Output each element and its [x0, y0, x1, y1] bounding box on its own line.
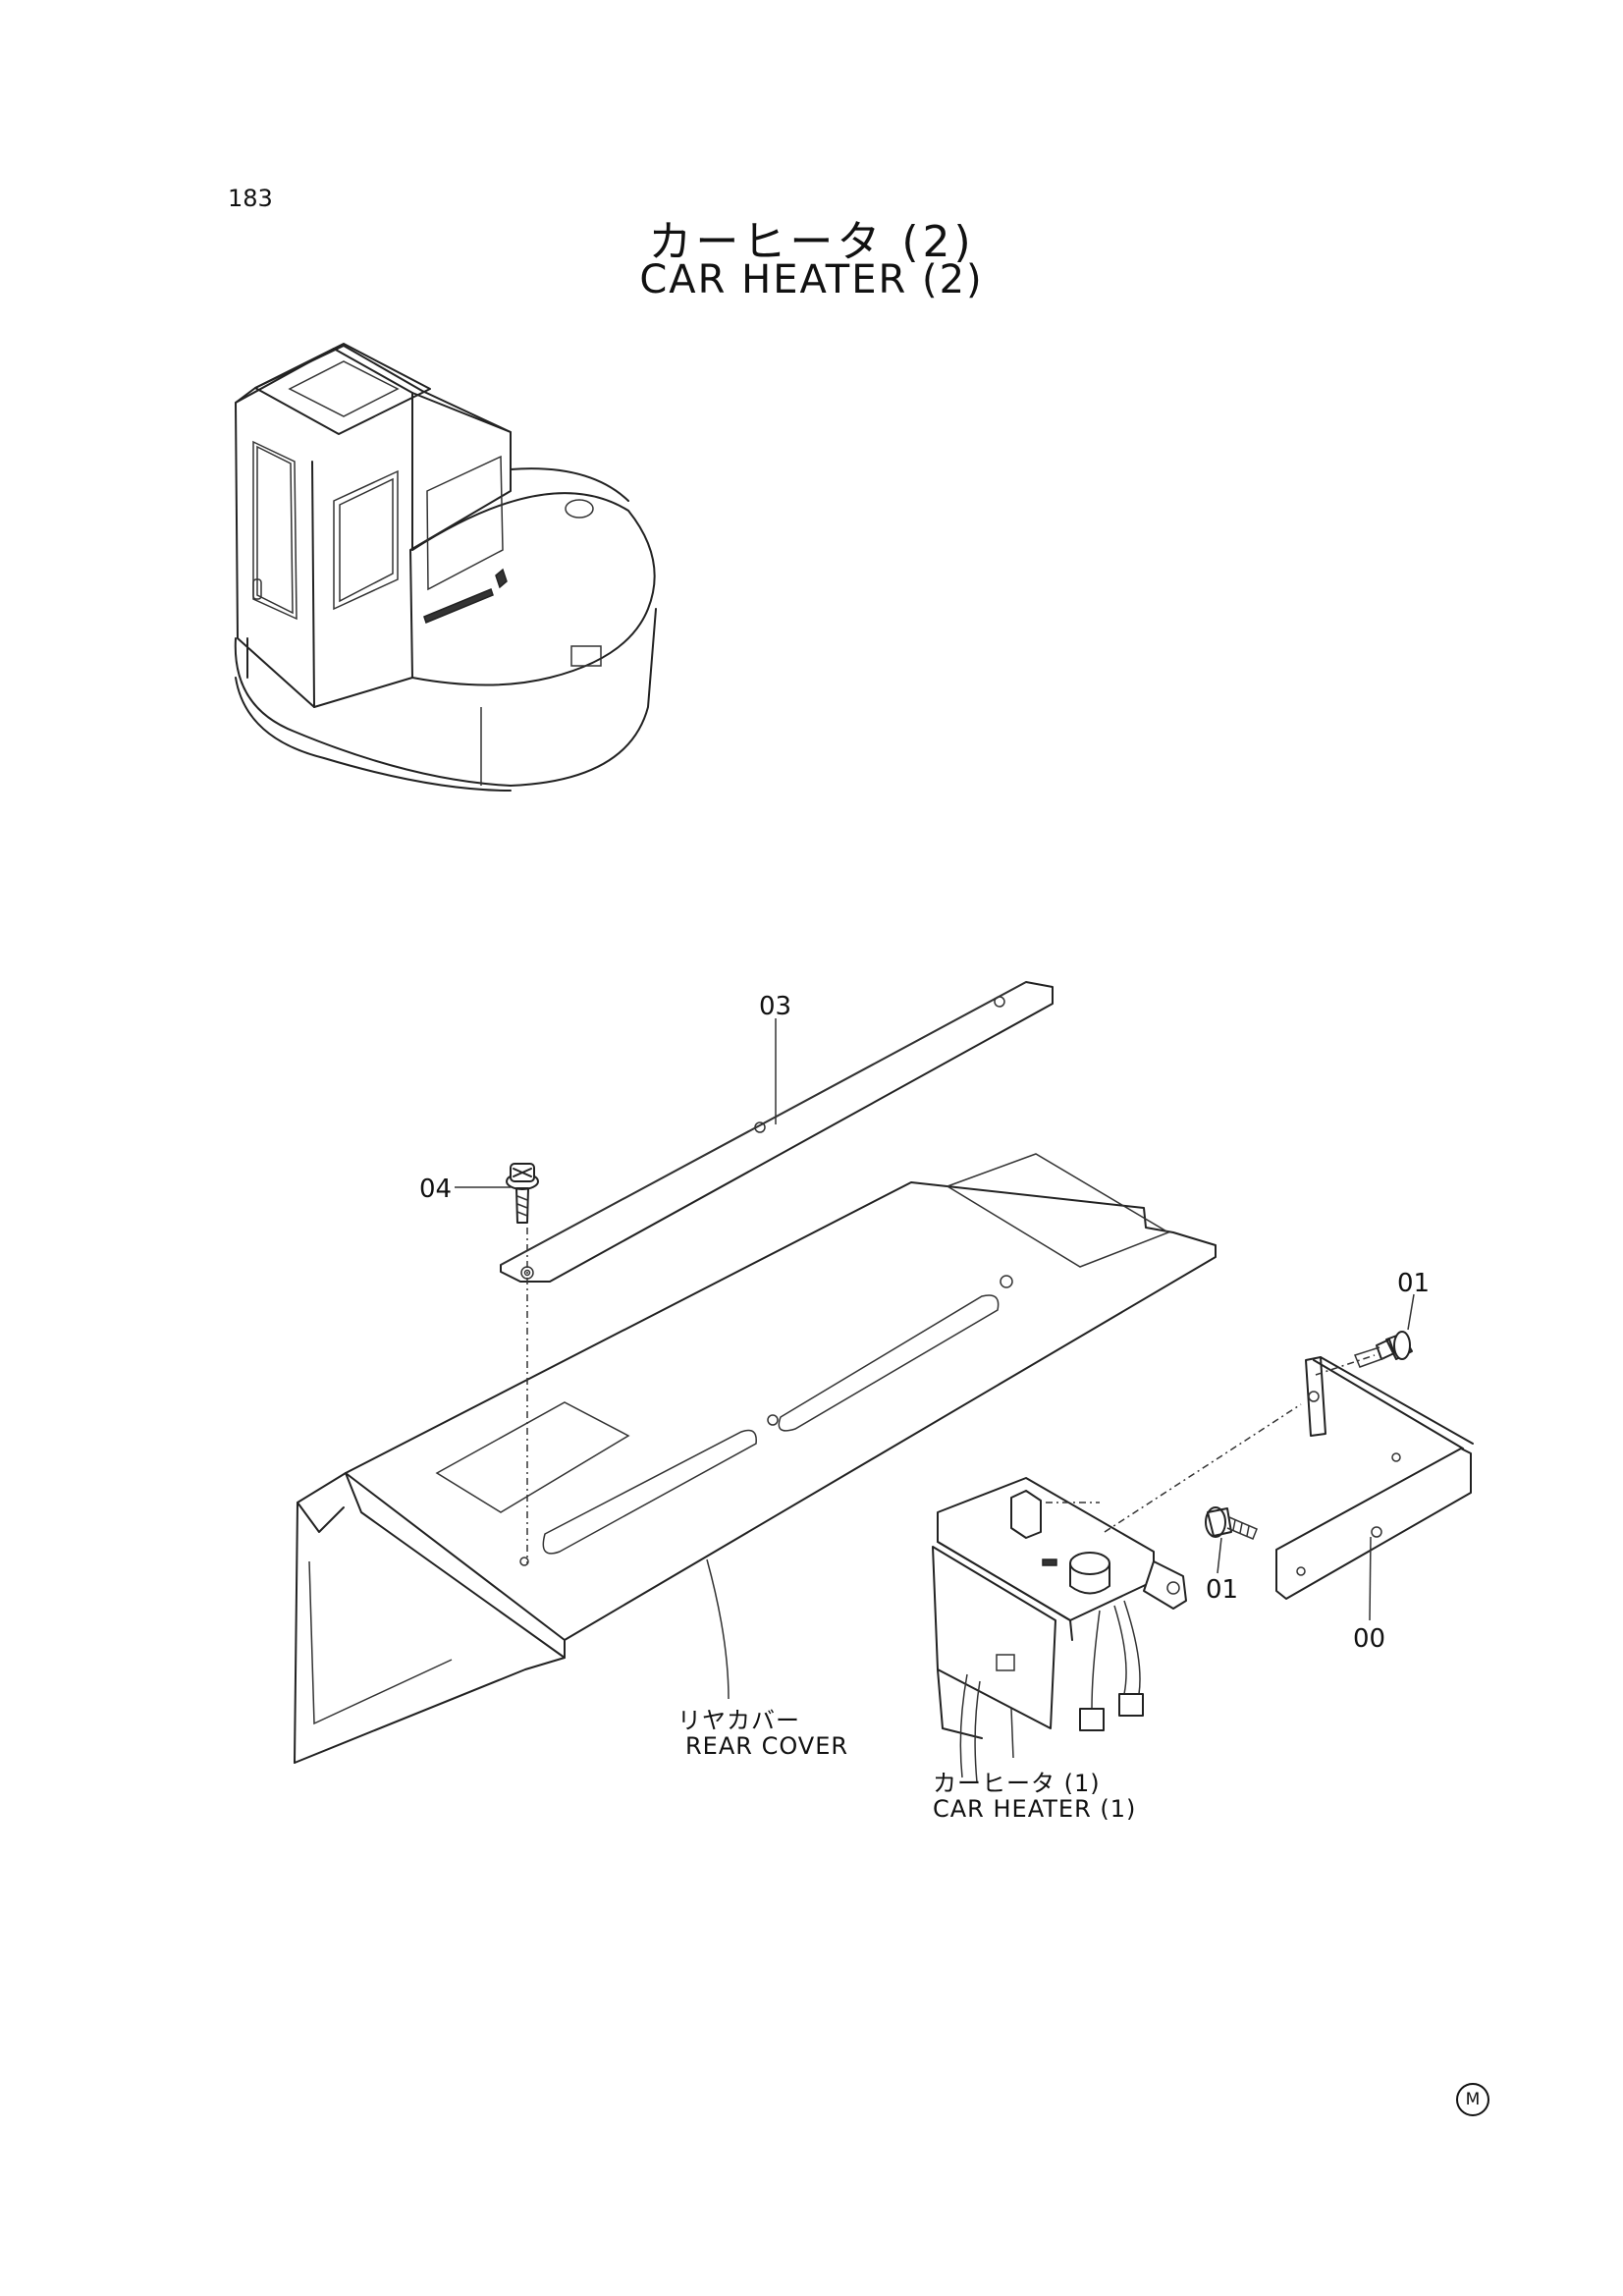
heater-alignment-line	[1104, 1403, 1302, 1533]
callout-00: 00	[1353, 1624, 1386, 1654]
callout-01-top: 01	[1397, 1269, 1431, 1298]
rear-cover-label-japanese: リヤカバー	[677, 1707, 800, 1734]
rear-cover-label-english: REAR COVER	[685, 1732, 849, 1760]
screw-top-alignment-line	[1315, 1354, 1376, 1376]
part-00-bracket	[1275, 1356, 1474, 1600]
leader-line-car-heater-1	[1010, 1708, 1014, 1759]
callout-04: 04	[419, 1175, 453, 1204]
leader-line-01-bottom	[1217, 1537, 1222, 1574]
excavator-cab-overview	[234, 343, 657, 792]
part-03-strip	[500, 981, 1054, 1283]
page-title-japanese: カーヒータ (2)	[648, 217, 975, 267]
rear-cover	[294, 1153, 1217, 1764]
part-04-bolt	[506, 1163, 539, 1224]
circled-m-mark: M	[1456, 2083, 1489, 2116]
car-heater-1-assembly	[932, 1477, 1187, 1783]
leader-line-rear-cover	[706, 1558, 730, 1700]
car-heater-1-label-english: CAR HEATER (1)	[933, 1795, 1137, 1823]
part-01-screw-top	[1353, 1331, 1413, 1368]
callout-01-bottom: 01	[1206, 1575, 1239, 1605]
page-title-english: CAR HEATER (2)	[639, 257, 984, 302]
leader-line-01-top	[1407, 1293, 1415, 1331]
part-01-screw-bottom	[1205, 1506, 1258, 1540]
leader-line-00	[1369, 1536, 1372, 1621]
callout-03: 03	[759, 992, 792, 1021]
car-heater-1-label-japanese: カーヒータ (1)	[933, 1770, 1101, 1797]
page-number: 183	[228, 185, 273, 212]
